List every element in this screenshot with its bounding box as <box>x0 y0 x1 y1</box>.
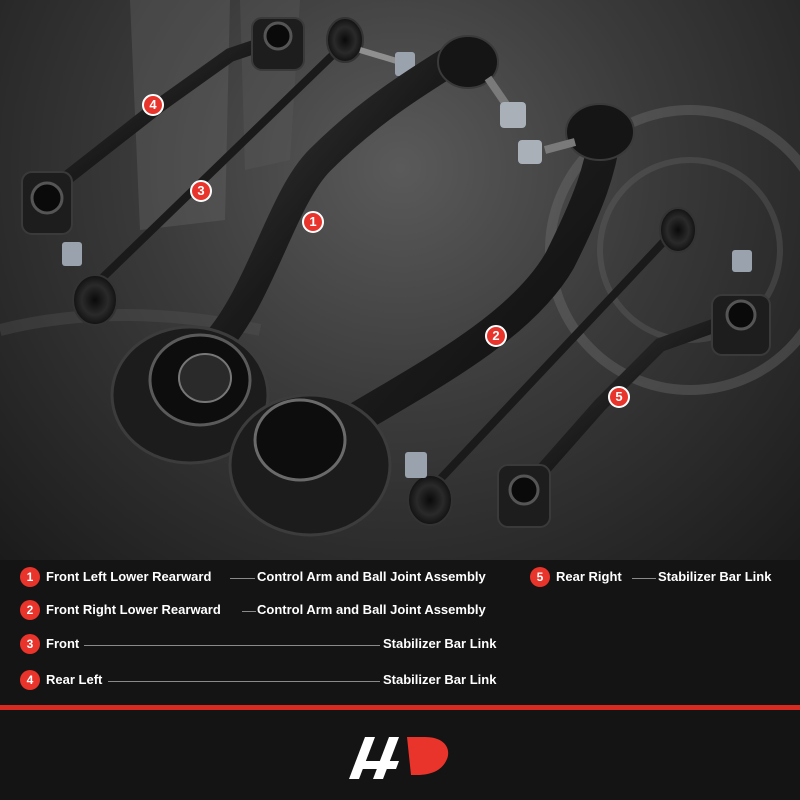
parts-legend: 1 Front Left Lower Rearward Control Arm … <box>0 560 800 705</box>
a-premium-logo-icon <box>349 737 449 779</box>
legend-row-2: 2 Front Right Lower Rearward Control Arm… <box>20 600 510 622</box>
legend-row-4: 4 Rear Left Stabilizer Bar Link <box>20 670 510 692</box>
legend-divider-3 <box>84 645 380 646</box>
legend-number-4: 4 <box>20 670 40 690</box>
legend-number-2: 2 <box>20 600 40 620</box>
part-2-right-control-arm <box>228 103 635 537</box>
legend-desc-5: Stabilizer Bar Link <box>658 569 772 584</box>
legend-divider-2 <box>242 611 256 612</box>
part-3-front-link <box>62 17 415 326</box>
accent-divider <box>0 705 800 710</box>
legend-number-5: 5 <box>530 567 550 587</box>
legend-label-2: Front Right Lower Rearward <box>46 602 221 617</box>
footer <box>0 710 800 800</box>
part-5-rear-right-link <box>405 207 771 528</box>
part-badge-3: 3 <box>190 180 212 202</box>
part-badge-1: 1 <box>302 211 324 233</box>
legend-label-4: Rear Left <box>46 672 103 687</box>
part-badge-4: 4 <box>142 94 164 116</box>
legend-divider-5 <box>632 578 656 579</box>
legend-desc-3: Stabilizer Bar Link <box>383 636 497 651</box>
legend-row-5: 5 Rear Right Stabilizer Bar Link <box>530 567 790 589</box>
legend-desc-1: Control Arm and Ball Joint Assembly <box>257 569 486 584</box>
legend-number-3: 3 <box>20 634 40 654</box>
legend-row-3: 3 Front Stabilizer Bar Link <box>20 634 510 656</box>
legend-desc-2: Control Arm and Ball Joint Assembly <box>257 602 486 617</box>
part-badge-5: 5 <box>608 386 630 408</box>
legend-divider-1 <box>230 578 255 579</box>
product-photo: 1 2 3 4 5 <box>0 0 800 560</box>
part-badge-2: 2 <box>485 325 507 347</box>
part-4-rear-left-link <box>21 17 305 235</box>
legend-row-1: 1 Front Left Lower Rearward Control Arm … <box>20 567 510 589</box>
legend-number-1: 1 <box>20 567 40 587</box>
suspension-parts-illustration <box>0 0 800 537</box>
legend-label-1: Front Left Lower Rearward <box>46 569 212 584</box>
legend-label-3: Front <box>46 636 80 651</box>
legend-desc-4: Stabilizer Bar Link <box>383 672 497 687</box>
legend-divider-4 <box>108 681 380 682</box>
legend-label-5: Rear Right <box>556 569 622 584</box>
part-1-left-control-arm <box>110 35 526 465</box>
